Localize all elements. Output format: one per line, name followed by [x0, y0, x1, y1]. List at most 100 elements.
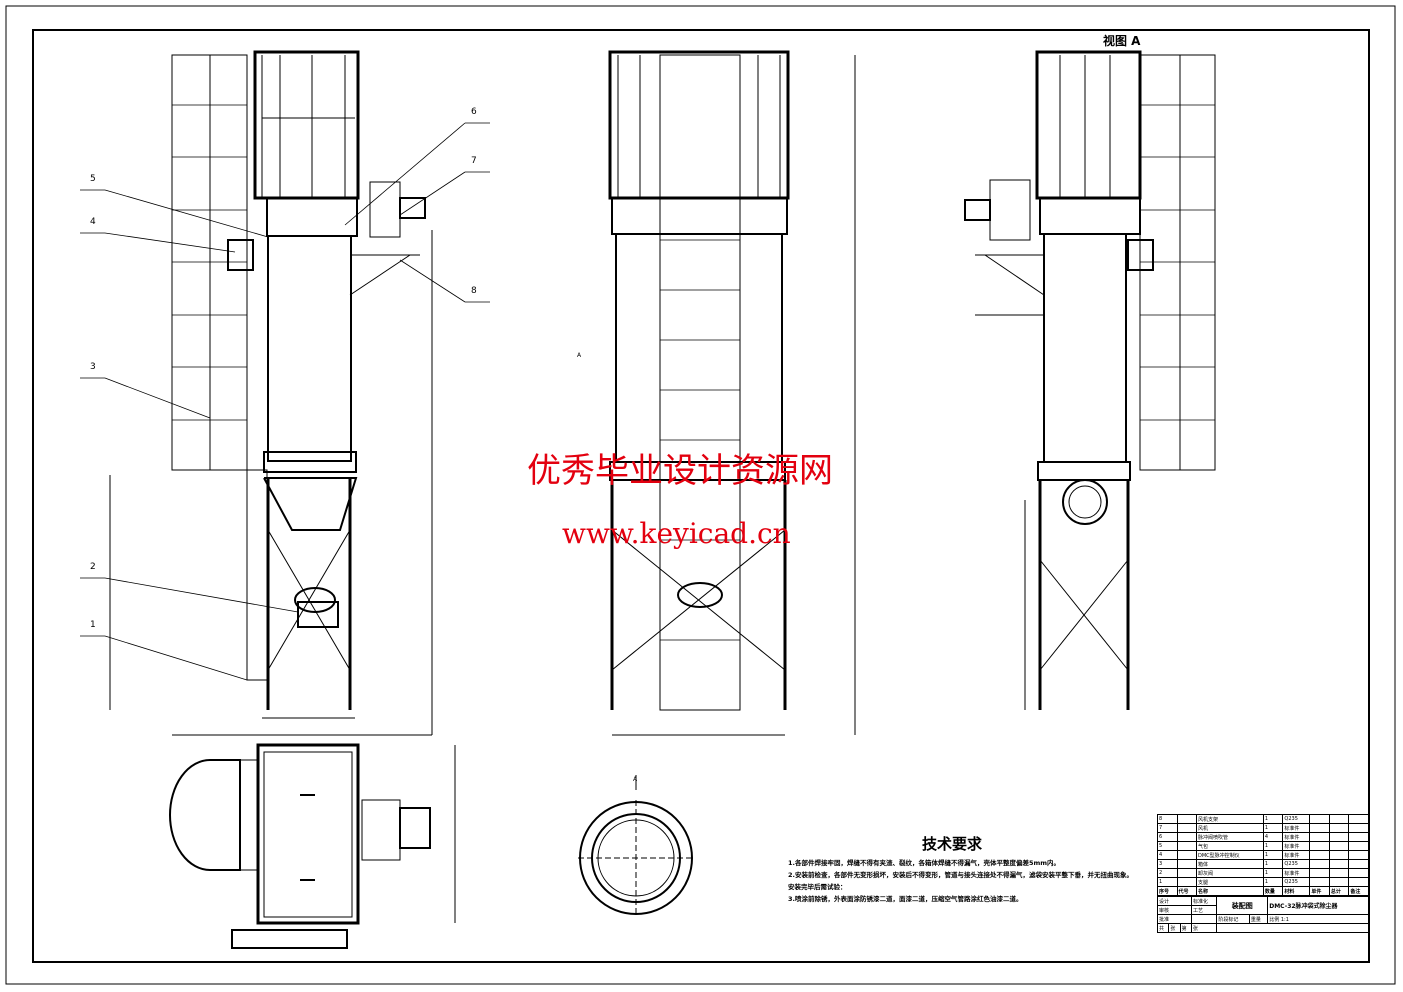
- tech-requirements: 1.各部件焊接牢固，焊缝不得有夹渣、裂纹，各箱体焊缝不得漏气，壳体平整度偏差5m…: [788, 857, 1133, 905]
- unit-name: 装配图: [1216, 896, 1269, 915]
- parts-cell: 7: [1157, 823, 1178, 833]
- parts-cell: 标准件: [1282, 868, 1311, 878]
- process-label: 工艺: [1190, 905, 1218, 915]
- scale-label: 比例: [1269, 916, 1280, 923]
- parts-cell: [1328, 850, 1350, 860]
- outer-frame: [5, 5, 1396, 985]
- parts-cell: [1328, 841, 1350, 851]
- parts-cell: 箱体: [1196, 859, 1264, 869]
- callout-1: 1: [90, 620, 96, 630]
- parts-cell: [1328, 832, 1350, 842]
- parts-cell: [1309, 850, 1330, 860]
- parts-cell: 脉冲阀喷吹管: [1196, 832, 1264, 842]
- callout-4: 4: [90, 217, 96, 227]
- parts-cell: [1328, 877, 1350, 887]
- parts-cell: 1: [1262, 877, 1284, 887]
- sheet-cell: 张: [1190, 923, 1218, 933]
- parts-cell: [1348, 868, 1369, 878]
- header-cell: 总计: [1328, 886, 1350, 896]
- parts-cell: [1309, 868, 1330, 878]
- parts-cell: 1: [1262, 841, 1284, 851]
- section-a: [578, 775, 694, 916]
- parts-cell: [1176, 814, 1197, 824]
- approve-label: 批准: [1157, 914, 1192, 924]
- parts-cell: [1348, 832, 1369, 842]
- header-cell: 序号: [1157, 886, 1178, 896]
- parts-cell: [1328, 859, 1350, 869]
- parts-cell: [1309, 841, 1330, 851]
- drawing-name: DMC-32脉冲袋式除尘器: [1267, 896, 1369, 915]
- parts-cell: 5: [1157, 841, 1178, 851]
- weight-label: 重量: [1248, 914, 1269, 924]
- header-cell: 备注: [1348, 886, 1369, 896]
- parts-cell: [1348, 859, 1369, 869]
- parts-cell: 6: [1157, 832, 1178, 842]
- inner-frame: [32, 29, 1370, 963]
- parts-cell: 标准件: [1282, 850, 1311, 860]
- parts-cell: 支腿: [1196, 877, 1264, 887]
- parts-cell: [1309, 877, 1330, 887]
- parts-cell: 1: [1262, 868, 1284, 878]
- parts-cell: 标准件: [1282, 832, 1311, 842]
- sheet-cell: 张: [1168, 923, 1181, 933]
- parts-cell: [1328, 823, 1350, 833]
- top-view: [169, 743, 456, 949]
- parts-cell: [1348, 823, 1369, 833]
- watermark-url: www.keyicad.cn: [562, 517, 791, 550]
- front-view: [109, 50, 433, 736]
- header-cell: 数量: [1262, 886, 1284, 896]
- section-label: A: [633, 776, 638, 783]
- watermark-title: 优秀毕业设计资源网: [527, 451, 833, 491]
- parts-cell: [1309, 859, 1330, 869]
- parts-cell: 标准件: [1282, 841, 1311, 851]
- parts-cell: Q235: [1282, 814, 1311, 824]
- design-label: 设计: [1157, 896, 1192, 906]
- parts-cell: [1309, 832, 1330, 842]
- callout-6: 6: [471, 107, 477, 117]
- parts-cell: 1: [1262, 823, 1284, 833]
- section-marker: A: [577, 352, 582, 359]
- parts-cell: 卸灰阀: [1196, 868, 1264, 878]
- parts-cell: 8: [1157, 814, 1178, 824]
- view-label: 视图 A: [1103, 34, 1141, 48]
- parts-cell: [1348, 850, 1369, 860]
- parts-cell: 2: [1157, 868, 1178, 878]
- parts-cell: [1176, 823, 1197, 833]
- parts-cell: 气包: [1196, 841, 1264, 851]
- callout-2: 2: [90, 562, 96, 572]
- view-a: [964, 50, 1216, 710]
- sheet-cell: 共: [1156, 923, 1170, 933]
- parts-cell: [1176, 877, 1197, 887]
- side-view: [608, 50, 856, 736]
- parts-cell: 风机: [1196, 823, 1264, 833]
- parts-cell: Q235: [1282, 859, 1311, 869]
- parts-cell: [1176, 832, 1197, 842]
- parts-cell: [1176, 859, 1197, 869]
- parts-cell: [1348, 877, 1369, 887]
- callout-5: 5: [90, 174, 96, 184]
- parts-cell: 1: [1262, 859, 1284, 869]
- parts-cell: 4: [1157, 850, 1178, 860]
- parts-cell: [1176, 841, 1197, 851]
- parts-cell: [1328, 868, 1350, 878]
- tech-item: 2.安装前检查，各部件无变形损坏，安装后不得变形，管道与接头连接处不得漏气，滤袋…: [788, 871, 1133, 879]
- header-cell: 名称: [1196, 886, 1264, 896]
- parts-cell: [1309, 823, 1330, 833]
- callout-8: 8: [471, 286, 477, 296]
- parts-cell: [1309, 814, 1330, 824]
- stage-label: 阶段标记: [1216, 914, 1250, 924]
- callout-3: 3: [90, 362, 96, 372]
- parts-cell: [1348, 814, 1369, 824]
- tech-title: 技术要求: [922, 835, 983, 853]
- parts-cell: [1328, 814, 1350, 824]
